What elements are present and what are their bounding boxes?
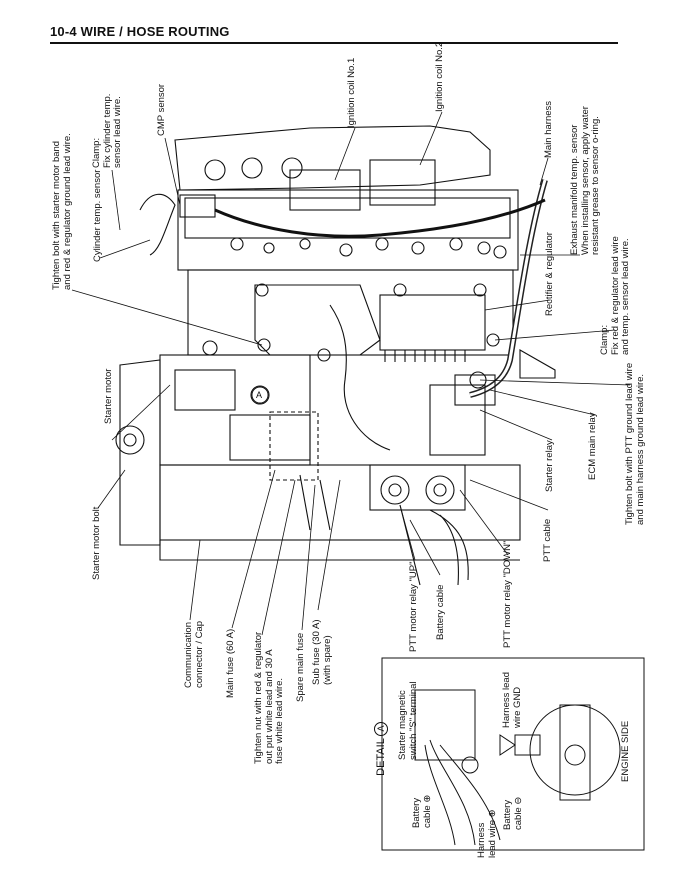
battery-cable-label: Battery cable [435,584,446,640]
ptt-down-label: PTT motor relay "DOWN" [502,540,513,648]
ignition-coil-2 [369,159,436,206]
ptt-cable-label: PTT cable [542,518,553,562]
relay-housing [369,464,466,511]
rectifier-regulator [379,294,486,351]
sub-fuse-label: Sub fuse (30 A) (with spare) [311,619,333,685]
callout-a-letter: A [256,390,263,400]
cmp-sensor [179,194,216,218]
starter-motor-bolt-label: Starter motor bolt [91,506,102,580]
spare-main-fuse-label: Spare main fuse [295,632,306,702]
electrical-bracket [254,284,381,356]
communication-connector-label: Communication connector / Cap [183,620,205,688]
page-title: 10-4 WIRE / HOSE ROUTING [50,24,230,39]
engine-side-label: ENGINE SIDE [620,720,631,782]
cylinder-temp-sensor-label: Cylinder temp. sensor [92,169,103,262]
bolt-row [202,237,507,362]
ptt-cable [429,509,469,581]
cmp-sensor-label: CMP sensor [156,83,167,136]
starter-switch-label: Starter magnetic switch "S" terminal [397,681,419,760]
detail-marker: A [373,721,388,736]
battery-minus-label: Battery cable ⊖ [502,796,524,830]
cylinder-head-cover [174,125,491,191]
callout-a-marker [251,386,269,404]
clamp-rectifier-label: Clamp: Fix red & regulator lead wire and… [599,236,631,355]
leader-lines [71,111,631,636]
harness-plus-label: Harness lead wire ⊕ [476,809,498,858]
detail-title-text: DETAIL [374,738,387,776]
clamp-cylinder-label: Clamp: Fix cylinder temp. sensor lead wi… [91,93,123,168]
detail-a-panel [381,657,645,851]
main-harness-label: Main harness [543,100,554,158]
ecm-main-relay-label: ECM main relay [587,412,598,480]
engine-block [177,189,519,271]
flywheel-housing [119,359,161,546]
tighten-ptt-label: Tighten bolt with PTT ground lead wire a… [624,362,646,525]
exhaust-sensor-label: Exhaust manifold temp. sensor When insta… [569,106,601,255]
battery-plus-label: Battery cable ⊕ [411,794,433,828]
starter-motor-label: Starter motor [103,368,114,424]
detail-title: DETAIL A [363,721,388,782]
main-fuse-label: Main fuse (60 A) [225,628,236,698]
lower-block [159,464,521,541]
ignition-coil-1-label: Ignition coil No.1 [346,57,357,128]
harness-gnd-label: Harness lead wire GND [501,672,523,728]
ecm-main-relay [454,374,496,406]
tighten-nut-label: Tighten nut with red & regulator out put… [253,631,285,764]
tighten-band-label: Tighten bolt with starter motor band and… [51,133,73,290]
rectifier-label: Rectifier & regulator [544,232,555,316]
detail-a-region [269,411,319,481]
ptt-up-label: PTT motor relay "UP" [408,561,419,652]
starter-relay-label: Starter relay [544,440,555,492]
ignition-coil-1 [289,169,361,211]
starter-relay [429,384,486,456]
page-header: 10-4 WIRE / HOSE ROUTING [50,24,618,44]
ignition-coil-2-label: Ignition coil No.2 [434,41,445,112]
